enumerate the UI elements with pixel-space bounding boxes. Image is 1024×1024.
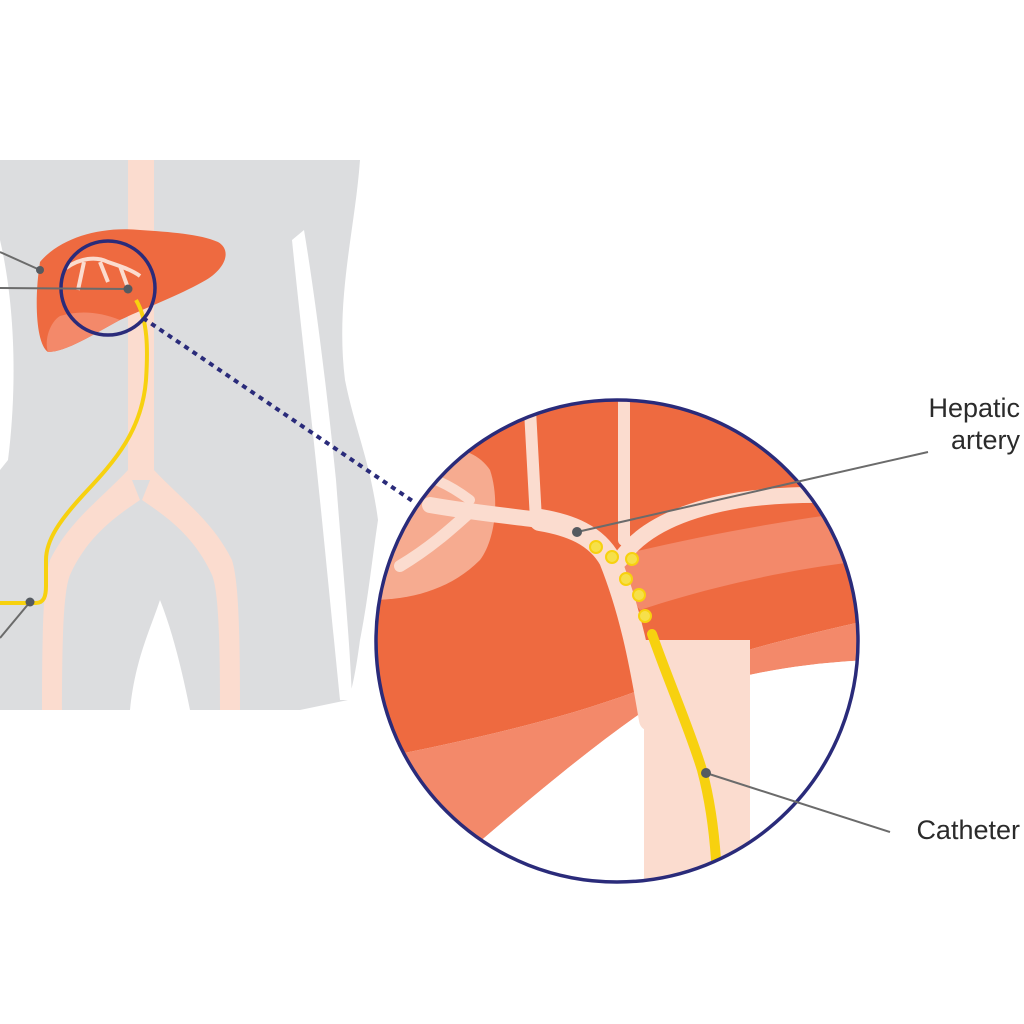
catheter-line bbox=[0, 298, 149, 605]
hepatic-artery-label-line2: artery bbox=[950, 425, 1020, 455]
label-leaders bbox=[576, 451, 929, 833]
catheter-line-zoom bbox=[647, 629, 721, 865]
catheter-label: Catheter bbox=[916, 815, 1020, 845]
leader-dots bbox=[572, 527, 711, 778]
zoom-view bbox=[374, 398, 860, 884]
hepatic-artery-label-line1: Hepatic bbox=[928, 393, 1020, 423]
body-leaders bbox=[0, 251, 129, 639]
hepatic-artery-label: Hepatic artery bbox=[880, 392, 1020, 456]
particle-beads bbox=[589, 540, 652, 623]
body-dots bbox=[25, 266, 133, 607]
magnifier-circle bbox=[374, 398, 860, 884]
zoom-connector bbox=[141, 316, 416, 504]
